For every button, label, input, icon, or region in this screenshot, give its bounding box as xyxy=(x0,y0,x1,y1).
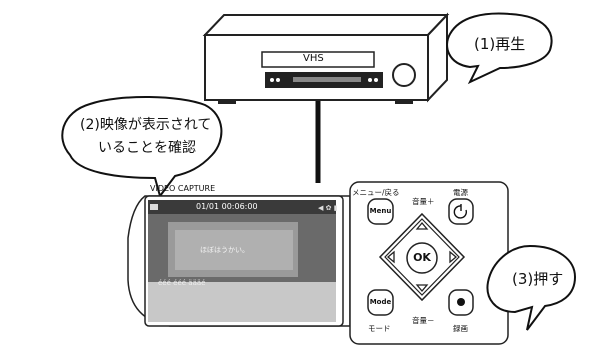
screen-stage-wall xyxy=(175,230,293,270)
screen-stage-floor xyxy=(148,282,336,322)
vcr-display xyxy=(293,77,361,82)
screen-figures: ééé ééé äääé xyxy=(158,279,205,287)
mode-button[interactable]: Mode xyxy=(369,298,392,306)
mode-button-shape xyxy=(367,289,394,316)
down-arrow-icon xyxy=(415,284,429,293)
screen-status-bar xyxy=(148,200,336,214)
vcr-led-1 xyxy=(270,78,274,82)
vcr-foot-right xyxy=(395,100,413,104)
tape-slot xyxy=(261,51,375,68)
vcr-led-2 xyxy=(276,78,280,82)
power-icon xyxy=(453,205,468,219)
screen-status-icons: ◀︎ ✿ ▮ xyxy=(318,204,338,212)
vcr-player xyxy=(202,12,450,104)
control-buttons xyxy=(367,198,474,316)
up-arrow-icon xyxy=(415,221,429,230)
vhs-label: VHS xyxy=(303,53,324,64)
battery-icon xyxy=(150,204,158,210)
volume-up-caption: 音量＋ xyxy=(412,197,435,206)
menu-button[interactable]: Menu xyxy=(369,207,392,215)
callout-play-text: (1)再生 xyxy=(474,35,526,53)
screen-caption: ほぼはうかい。 xyxy=(200,246,249,254)
down-button[interactable] xyxy=(412,281,432,295)
power-caption: 電源 xyxy=(453,188,468,197)
menu-caption: メニュー/戻る xyxy=(352,188,400,197)
right-arrow-icon xyxy=(449,250,458,264)
record-button[interactable] xyxy=(449,290,473,315)
vcr-led-3 xyxy=(368,78,372,82)
vcr-top xyxy=(202,14,450,36)
menu-button-shape xyxy=(367,198,394,225)
mode-caption: モード xyxy=(368,324,391,333)
up-button[interactable] xyxy=(412,220,432,234)
device-brand: VIDEO CAPTURE xyxy=(150,184,216,193)
volume-down-caption: 音量－ xyxy=(412,316,435,325)
callout-press-bubble xyxy=(486,244,577,331)
power-button[interactable] xyxy=(449,199,473,224)
record-caption: 録画 xyxy=(453,324,468,333)
ok-button[interactable]: OK xyxy=(413,251,431,264)
callout-confirm-line1: (2)映像が表示されて xyxy=(80,117,212,133)
callout-press-text: (3)押す xyxy=(512,270,564,288)
vcr-foot-left xyxy=(218,100,236,104)
right-button[interactable] xyxy=(445,248,459,268)
screen-timestamp: 01/01 00:06:00 xyxy=(196,202,258,211)
record-icon xyxy=(457,298,465,306)
ok-button-shape xyxy=(406,242,438,274)
left-arrow-icon xyxy=(386,250,395,264)
callout-confirm-bubble xyxy=(61,95,223,199)
callout-play-bubble xyxy=(446,12,553,85)
callout-confirm-line2: いることを確認 xyxy=(98,140,196,156)
power-button-shape xyxy=(448,198,474,225)
vcr-led-4 xyxy=(374,78,378,82)
vcr-knob xyxy=(392,63,416,87)
left-button[interactable] xyxy=(385,248,399,268)
